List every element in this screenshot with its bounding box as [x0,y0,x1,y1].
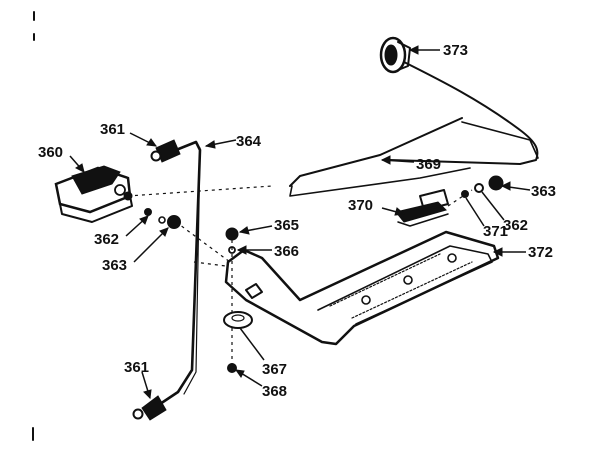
callout-370: 370 [348,197,373,214]
burner-rail-part [224,230,500,346]
screw-part [227,363,237,373]
callout-362-left: 362 [94,231,119,248]
washer-part [223,311,253,329]
callout-361-lower: 361 [124,359,149,376]
fitting-lower-part [132,395,167,421]
callout-363-left: 363 [102,257,127,274]
callout-365: 365 [274,217,299,234]
gas-supply-tube-edge [183,147,201,395]
callout-373: 373 [443,42,468,59]
callout-364: 364 [236,133,262,150]
assembly-dashed-lines [127,185,473,364]
callout-362-right: 362 [503,217,528,234]
callout-363-right: 363 [531,183,556,200]
gas-supply-tube [158,140,202,406]
callout-361-upper: 361 [100,121,125,138]
capillary-tube-return [289,121,539,197]
callout-360: 360 [38,144,63,161]
callout-372: 372 [528,244,553,261]
callout-369: 369 [416,156,441,173]
mounting-clip-part [395,189,449,227]
callout-labels: 373 361 364 360 369 363 370 362 371 372 … [38,42,556,400]
capillary-tube [289,61,539,187]
fitting-upper-part [150,139,181,163]
callout-371: 371 [483,223,508,240]
callout-368: 368 [262,383,287,400]
right-hardware-parts [461,175,504,198]
callout-leaders [69,45,531,400]
callout-366: 366 [274,243,299,260]
left-hardware-parts [144,208,181,229]
control-valve-part [54,165,133,223]
thermostat-bulb-part [379,36,411,74]
callout-367: 367 [262,361,287,378]
scan-edge-marks [32,11,35,441]
